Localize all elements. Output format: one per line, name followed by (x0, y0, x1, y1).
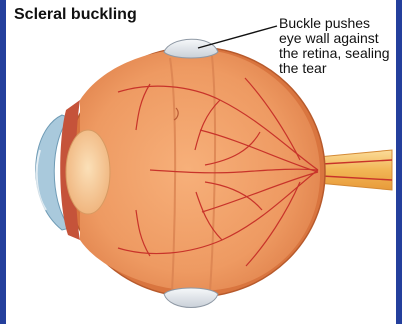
annotation-line: eye wall against (279, 31, 397, 46)
scleral-buckle-top (164, 39, 218, 58)
lens (66, 130, 110, 214)
annotation-leader-line (198, 26, 277, 48)
annotation-line: the tear (279, 61, 397, 76)
scleral-buckle-bottom (164, 288, 218, 308)
optic-nerve (318, 150, 392, 190)
annotation-line: the retina, sealing (279, 46, 397, 61)
diagram-title: Scleral buckling (14, 6, 137, 24)
annotation-line: Buckle pushes (279, 16, 397, 31)
buckle-annotation: Buckle pushes eye wall against the retin… (279, 16, 397, 76)
